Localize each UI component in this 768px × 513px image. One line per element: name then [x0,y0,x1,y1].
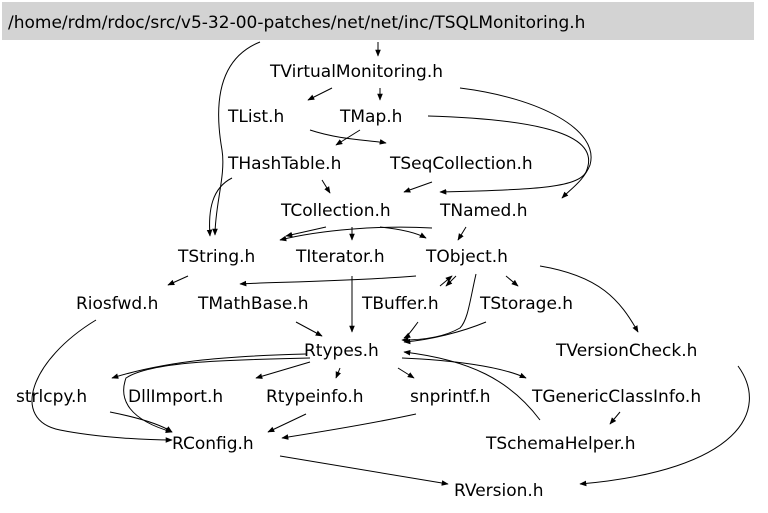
edge-thashtable-tcollection [321,179,331,194]
edge-tseqcollection-tcollection [403,181,433,193]
node-rconfig[interactable]: RConfig.h [172,434,254,454]
edge-tobject-riosfwd [167,275,189,286]
node-dllimport[interactable]: DllImport.h [128,387,223,407]
node-tversioncheck[interactable]: TVersionCheck.h [555,341,697,361]
edge-tmap-thashtable [335,129,361,146]
node-thashtable[interactable]: THashTable.h [227,154,341,174]
edge-rtypes-tgenericclassinfo [401,357,527,379]
node-riosfwd[interactable]: Riosfwd.h [76,294,158,314]
node-tstorage[interactable]: TStorage.h [479,294,573,314]
edge-tbuffer-rtypes [403,321,419,339]
edges-layer [31,41,750,487]
node-tnamed[interactable]: TNamed.h [439,201,528,221]
node-tmap[interactable]: TMap.h [339,107,402,127]
node-tvirtualmonitoring[interactable]: TVirtualMonitoring.h [269,62,443,82]
edge-tgenericclassinfo-tschemahelper [609,411,621,425]
edge-rtypes-snprintf [397,367,415,379]
edge-tobject-tstorage [505,275,519,287]
node-snprintf[interactable]: snprintf.h [410,387,491,407]
node-rtypeinfo[interactable]: Rtypeinfo.h [266,387,364,407]
edge-tmap-tcollection [427,115,590,195]
node-tschemahelper[interactable]: TSchemaHelper.h [485,434,636,454]
node-tlist[interactable]: TList.h [227,107,284,127]
node-strlcpy[interactable]: strlcpy.h [16,387,87,407]
node-tseqcollection[interactable]: TSeqCollection.h [389,154,533,174]
edge-rconfig-rversion [279,455,449,486]
edge-rtypes-dllimport-2 [255,361,311,379]
node-rversion[interactable]: RVersion.h [454,481,544,501]
edge-tobject-tversioncheck [539,265,639,333]
edge-tcollection-tstring [285,226,327,238]
edge-root-tstring [212,41,261,236]
edge-tstorage-rtypes [403,321,487,345]
node-tobject[interactable]: TObject.h [425,247,508,267]
edge-tlist-tseqcollection [309,129,387,145]
edge-tobject-tmathbase [239,275,417,287]
edge-thashtable-tstring [206,177,233,237]
edge-strlcpy-rconfig [109,411,173,433]
edge-tvirtualmonitoring-tlist [307,87,333,101]
edge-tobject-rtypes [401,273,477,343]
root-node-box [2,2,754,40]
edge-tschemahelper-rtypes [403,349,541,421]
node-tmathbase[interactable]: TMathBase.h [197,294,308,314]
node-tgenericclassinfo[interactable]: TGenericClassInfo.h [531,387,701,407]
node-tstring[interactable]: TString.h [177,247,255,267]
node-root[interactable]: /home/rdm/rdoc/src/v5-32-00-patches/net/… [8,13,585,33]
edge-tnamed-tobject [457,226,467,241]
node-tcollection[interactable]: TCollection.h [280,201,391,221]
edge-rtypes-dllimport [123,357,311,433]
edge-tcollection-tobject [379,226,427,239]
edge-tmathbase-rtypes [295,321,323,337]
edge-tobject-tbuffer [445,275,457,287]
edge-riosfwd-rconfig [31,319,173,443]
edge-tvirtualmonitoring-tnamed [459,87,592,199]
edge-rtypeinfo-rconfig [267,413,307,433]
nodes-layer: /home/rdm/rdoc/src/v5-32-00-patches/net/… [8,13,701,501]
node-titerator[interactable]: TIterator.h [295,247,385,267]
edge-tversioncheck-rversion [579,365,750,487]
edge-snprintf-rconfig [281,413,417,440]
edge-tbuffer-tobject [439,275,453,287]
node-tbuffer[interactable]: TBuffer.h [361,294,439,314]
edge-rtypes-strlcpy [111,353,307,379]
node-rtypes[interactable]: Rtypes.h [304,341,379,361]
edge-tnamed-tstring [279,226,433,242]
edge-rtypes-rtypeinfo [335,367,341,379]
